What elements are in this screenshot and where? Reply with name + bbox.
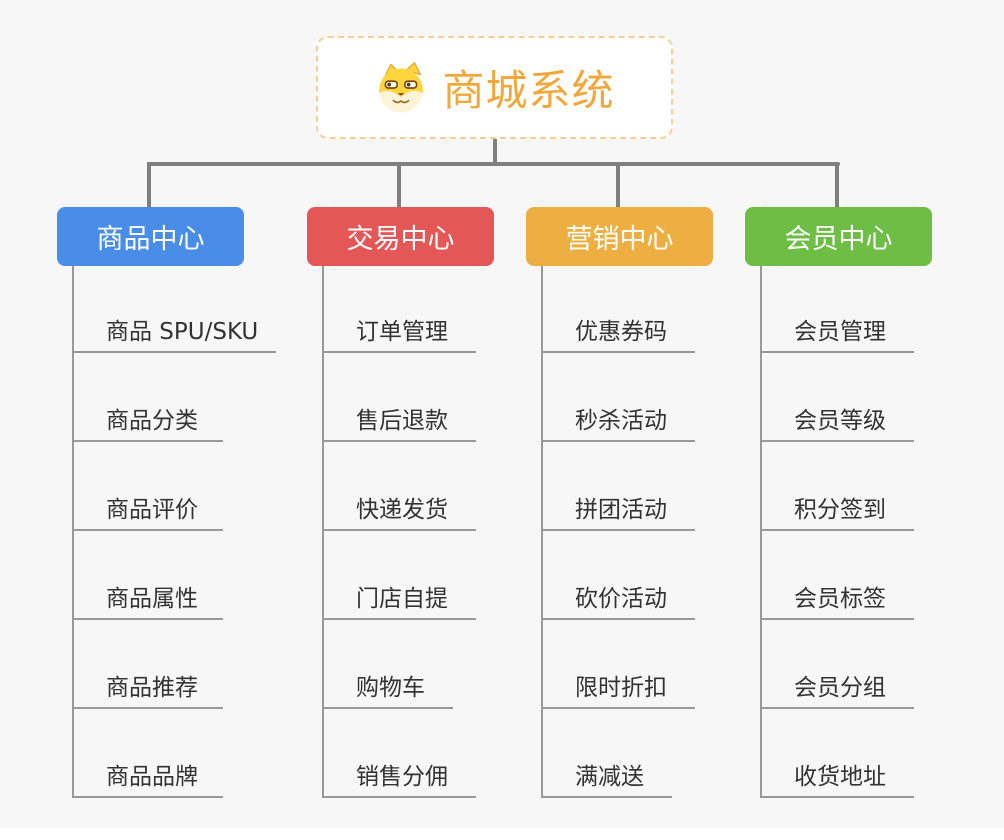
leaf-label: 门店自提 — [356, 586, 448, 612]
leaf-label: 商品推荐 — [106, 675, 198, 701]
leaf-node[interactable]: 订单管理 — [323, 313, 476, 353]
connector-drop — [397, 162, 401, 208]
root-node[interactable]: 商城系统 — [316, 36, 673, 139]
leaf-node[interactable]: 满减送 — [542, 758, 672, 798]
leaf-label: 积分签到 — [794, 497, 886, 523]
branch-spine — [322, 266, 324, 798]
branch-node-marketing-center[interactable]: 营销中心 — [526, 207, 713, 266]
leaf-label: 商品品牌 — [106, 764, 198, 790]
leaf-label: 销售分佣 — [356, 764, 448, 790]
leaf-node[interactable]: 会员管理 — [761, 313, 914, 353]
leaf-label: 购物车 — [356, 675, 425, 701]
branch-spine — [760, 266, 762, 798]
leaf-node[interactable]: 门店自提 — [323, 580, 476, 620]
connector-drop — [147, 162, 151, 208]
branch-spine — [541, 266, 543, 798]
leaf-label: 商品 SPU/SKU — [106, 319, 259, 345]
leaf-label: 优惠券码 — [575, 319, 667, 345]
leaf-label: 会员管理 — [794, 319, 886, 345]
leaf-label: 商品属性 — [106, 586, 198, 612]
branch-node-product-center[interactable]: 商品中心 — [57, 207, 244, 266]
leaf-node[interactable]: 会员等级 — [761, 402, 914, 442]
leaf-label: 会员分组 — [794, 675, 886, 701]
branch-spine — [72, 266, 74, 798]
leaf-label: 秒杀活动 — [575, 408, 667, 434]
connector-drop — [835, 162, 839, 208]
bottom-strip — [0, 828, 1004, 840]
leaf-label: 会员标签 — [794, 586, 886, 612]
branch-node-trade-center[interactable]: 交易中心 — [307, 207, 494, 266]
leaf-node[interactable]: 商品属性 — [73, 580, 223, 620]
leaf-label: 砍价活动 — [575, 586, 667, 612]
connector-drop — [616, 162, 620, 208]
leaf-label: 商品评价 — [106, 497, 198, 523]
leaf-label: 快递发货 — [356, 497, 448, 523]
leaf-node[interactable]: 积分签到 — [761, 491, 914, 531]
leaf-node[interactable]: 会员分组 — [761, 669, 914, 709]
leaf-node[interactable]: 快递发货 — [323, 491, 476, 531]
leaf-node[interactable]: 销售分佣 — [323, 758, 476, 798]
connector-root-stub — [493, 139, 497, 164]
branch-node-member-center[interactable]: 会员中心 — [745, 207, 932, 266]
leaf-label: 满减送 — [575, 764, 644, 790]
branch-label: 交易中心 — [346, 224, 455, 255]
branch-label: 商品中心 — [96, 224, 205, 255]
leaf-node[interactable]: 商品推荐 — [73, 669, 223, 709]
leaf-label: 订单管理 — [356, 319, 448, 345]
leaf-node[interactable]: 商品 SPU/SKU — [73, 313, 276, 353]
leaf-label: 收货地址 — [794, 764, 886, 790]
leaf-label: 会员等级 — [794, 408, 886, 434]
leaf-node[interactable]: 限时折扣 — [542, 669, 695, 709]
leaf-node[interactable]: 商品分类 — [73, 402, 223, 442]
leaf-node[interactable]: 秒杀活动 — [542, 402, 695, 442]
leaf-node[interactable]: 会员标签 — [761, 580, 914, 620]
leaf-node[interactable]: 商品品牌 — [73, 758, 223, 798]
branch-label: 会员中心 — [784, 224, 893, 255]
leaf-node[interactable]: 收货地址 — [761, 758, 914, 798]
doge-icon — [379, 61, 424, 112]
leaf-label: 售后退款 — [356, 408, 448, 434]
connector-trunk — [147, 162, 840, 166]
leaf-label: 拼团活动 — [575, 497, 667, 523]
leaf-node[interactable]: 购物车 — [323, 669, 453, 709]
leaf-node[interactable]: 砍价活动 — [542, 580, 695, 620]
branch-label: 营销中心 — [565, 224, 674, 255]
root-title: 商城系统 — [442, 66, 615, 115]
leaf-label: 限时折扣 — [575, 675, 667, 701]
leaf-node[interactable]: 优惠券码 — [542, 313, 695, 353]
leaf-node[interactable]: 商品评价 — [73, 491, 223, 531]
leaf-node[interactable]: 拼团活动 — [542, 491, 695, 531]
leaf-node[interactable]: 售后退款 — [323, 402, 476, 442]
leaf-label: 商品分类 — [106, 408, 198, 434]
